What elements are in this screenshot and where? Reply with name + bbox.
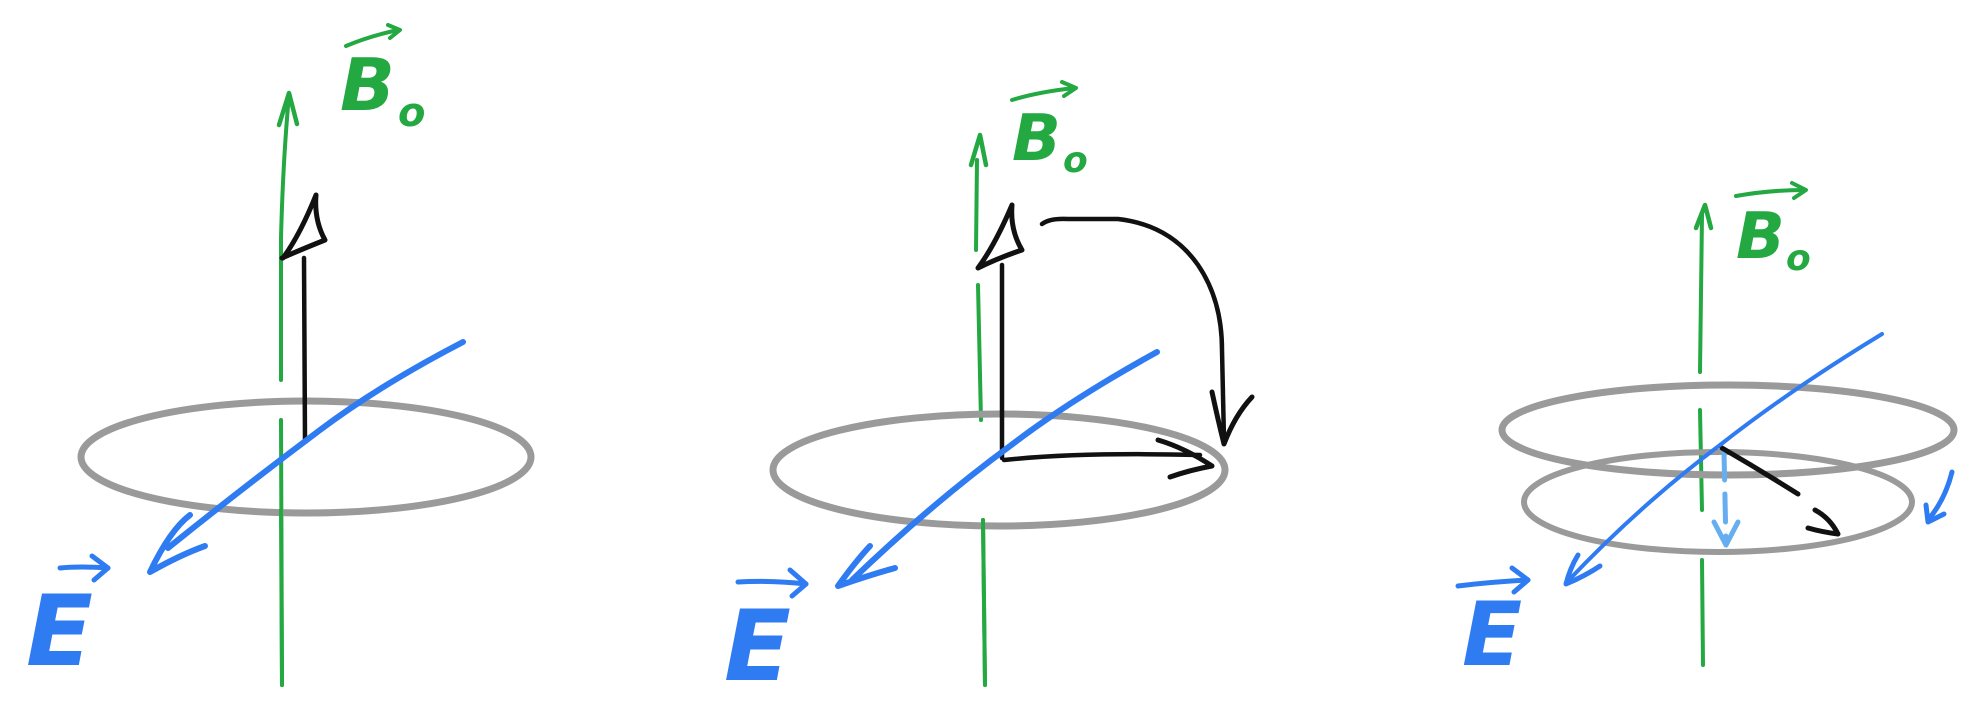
b-field-label: B o [1010, 80, 1088, 181]
e-field-label: E [26, 553, 111, 689]
rotated-spin-vector [1001, 437, 1215, 480]
e-field-arrow [147, 339, 466, 575]
rotation-arrow [1039, 216, 1255, 447]
spin-vector [1719, 445, 1841, 537]
e-field-label-text: E [26, 575, 93, 689]
e-field-label: E [724, 567, 809, 704]
b-field-label: B o [1734, 181, 1811, 279]
e-field-label-text: E [1462, 583, 1522, 686]
b-field-subscript: o [398, 90, 425, 136]
e-field-label: E [1455, 565, 1531, 686]
b-field-subscript: o [1063, 140, 1088, 181]
b-field-label-text: B [1736, 200, 1785, 274]
b-field-label-text: B [1012, 102, 1061, 176]
precession-ring-upper [1498, 381, 1958, 479]
panel-2: B o E [724, 80, 1255, 704]
panel-1: B o E [26, 23, 535, 689]
b-field-subscript: o [1786, 238, 1811, 279]
b-field-axis [1693, 202, 1714, 667]
z-component-vector [1711, 449, 1741, 548]
precession-ring-lower [1521, 449, 1915, 555]
precession-ring [769, 410, 1229, 530]
spin-vector [975, 202, 1025, 461]
e-field-arrow [1563, 332, 1884, 587]
panel-3: B o E [1455, 181, 1958, 686]
ring-rotation-arrow [1923, 469, 1955, 525]
spin-vector [279, 192, 328, 445]
e-field-label-text: E [724, 590, 791, 704]
b-field-label-text: B [340, 43, 395, 127]
b-field-label: B o [340, 23, 425, 136]
e-field-arrow [835, 349, 1160, 589]
